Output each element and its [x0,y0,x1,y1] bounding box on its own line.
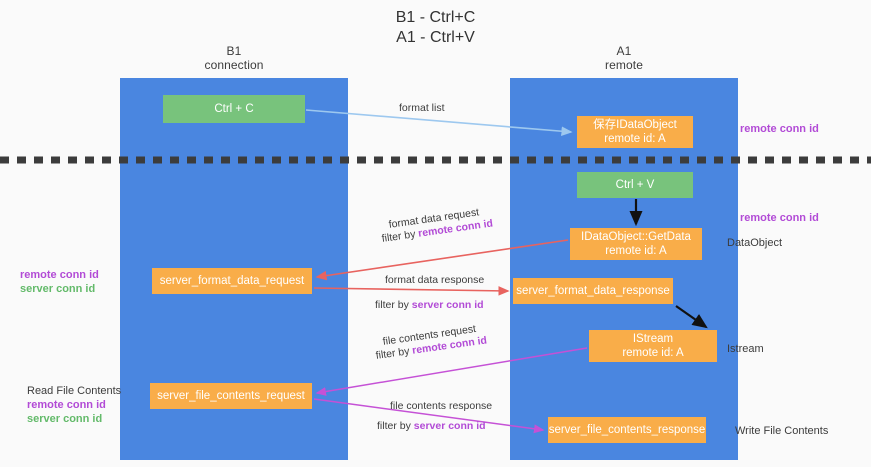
annotation-left-middle: remote conn id server conn id [20,268,99,296]
annotation-left-bottom: Read File Contents remote conn id server… [27,384,121,426]
filter-prefix: filter by [375,299,412,311]
filter-prefix: filter by [381,227,420,245]
node-server-format-data-request[interactable]: server_format_data_request [152,268,312,294]
edge-label-format-list: format list [399,102,445,114]
annotation-remote-conn-id-top: remote conn id [740,123,819,135]
node-server-format-data-request-label: server_format_data_request [159,275,305,287]
column-header-a1: A1 remote [510,44,738,72]
filter-prefix: filter by [377,420,414,432]
node-server-file-contents-response-label: server_file_contents_response [548,424,706,436]
node-idataobject-getdata-line2: remote id: A [605,245,667,257]
node-idataobject-getdata-text: IDataObject::GetData remote id: A [581,230,691,258]
annotation-dataobject: DataObject [727,237,783,249]
node-store-idataobject-line1: 保存IDataObject [593,119,677,131]
title-line-2: A1 - Ctrl+V [396,29,475,46]
filter-key: server conn id [411,299,484,311]
node-istream-text: IStream remote id: A [622,332,683,360]
node-server-format-data-response[interactable]: server_format_data_response [513,278,673,304]
node-idataobject-getdata[interactable]: IDataObject::GetData remote id: A [570,228,702,260]
filter-prefix: filter by [375,344,414,362]
edge-label-format-data-response-filter: filter by server conn id [375,299,484,311]
column-header-a1-name: A1 [616,44,632,58]
annotation-left-bottom-remote: remote conn id [27,399,106,411]
annotation-remote-conn-id-mid: remote conn id [740,212,819,224]
annotation-left-middle-remote: remote conn id [20,269,99,281]
node-istream[interactable]: IStream remote id: A [589,330,717,362]
node-ctrl-v-label: Ctrl + V [615,179,655,191]
edge-label-file-contents-response: file contents response [390,400,493,412]
edge-label-format-data-response: format data response [385,274,485,286]
column-header-b1: B1 connection [120,44,348,72]
node-store-idataobject[interactable]: 保存IDataObject remote id: A [577,116,693,148]
annotation-left-middle-server: server conn id [20,283,96,295]
node-store-idataobject-line2: remote id: A [604,133,666,145]
column-header-a1-role: remote [605,58,643,72]
column-header-b1-name: B1 [226,44,242,58]
node-server-format-data-response-label: server_format_data_response [516,285,670,297]
filter-key: server conn id [413,420,486,432]
annotation-write-file-contents: Write File Contents [735,425,829,437]
node-server-file-contents-response[interactable]: server_file_contents_response [548,417,706,443]
edge-label-file-contents-response-filter: filter by server conn id [377,420,486,432]
node-server-file-contents-request[interactable]: server_file_contents_request [150,383,312,409]
node-istream-line2: remote id: A [622,347,684,359]
node-store-idataobject-text: 保存IDataObject remote id: A [593,118,677,146]
node-server-file-contents-request-label: server_file_contents_request [157,390,305,402]
annotation-left-bottom-server: server conn id [27,413,103,425]
node-ctrl-c-label: Ctrl + C [214,103,254,115]
node-idataobject-getdata-line1: IDataObject::GetData [581,231,691,243]
node-istream-line1: IStream [632,333,674,345]
node-ctrl-c[interactable]: Ctrl + C [163,95,305,123]
annotation-istream: Istream [727,343,764,355]
page-title: B1 - Ctrl+C A1 - Ctrl+V [0,8,871,48]
title-line-1: B1 - Ctrl+C [395,9,476,26]
column-header-b1-role: connection [204,58,264,72]
node-ctrl-v[interactable]: Ctrl + V [577,172,693,198]
annotation-left-bottom-read: Read File Contents [27,385,122,397]
